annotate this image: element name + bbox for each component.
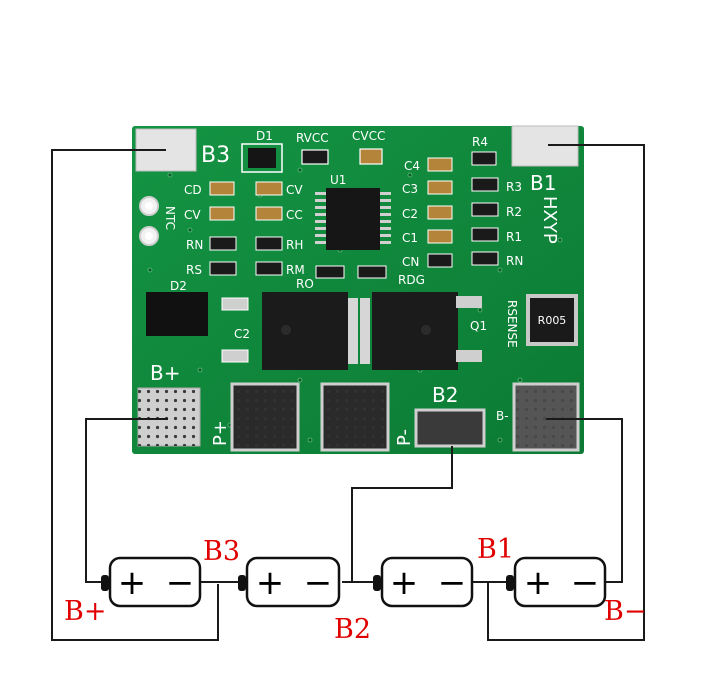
silk-c2-left: C2 xyxy=(234,327,250,341)
pad-p-plus-holes xyxy=(232,384,298,450)
silk-rh: RH xyxy=(286,238,303,252)
silk-b1: B1 xyxy=(530,171,556,195)
ic-u1 xyxy=(326,188,380,250)
label-b-plus: B+ xyxy=(64,596,106,627)
silk-hxyp: HXYP xyxy=(539,196,560,244)
silk-cv-left: CV xyxy=(184,208,201,222)
resistor-rvcc xyxy=(301,149,329,165)
cell-3-minus: − xyxy=(438,563,467,603)
silk-rvcc: RVCC xyxy=(296,131,329,145)
cell-1-plus: + xyxy=(118,563,147,603)
label-b-minus: B− xyxy=(604,596,646,627)
battery-cell-2: + − xyxy=(238,556,341,608)
cell-1-minus: − xyxy=(166,563,195,603)
pad-b-plus-holes xyxy=(138,388,200,446)
battery-cells: + − + − + − + − xyxy=(101,556,607,608)
diode-d2 xyxy=(146,292,208,336)
capacitor-c2-pad xyxy=(221,349,249,363)
silk-rsense: RSENSE xyxy=(505,300,519,348)
silk-c4: C4 xyxy=(404,159,420,173)
silk-c1: C1 xyxy=(402,231,418,245)
pcb-substrate xyxy=(132,126,584,454)
silk-p-minus: P- xyxy=(394,429,415,446)
silk-cd: CD xyxy=(184,183,202,197)
capacitor-c2 xyxy=(221,297,249,311)
cell-2-minus: − xyxy=(304,563,333,603)
ntc-hole-1-inner xyxy=(145,202,153,210)
silk-r1: R1 xyxy=(506,230,522,244)
silk-r2: R2 xyxy=(506,205,522,219)
silk-d1: D1 xyxy=(256,129,273,143)
resistor-rdg xyxy=(357,265,387,279)
wire-b3-pad-to-cell-junction xyxy=(51,149,219,641)
silk-r3: R3 xyxy=(506,180,522,194)
silk-ro: RO xyxy=(296,277,314,291)
silk-rn-left: RN xyxy=(186,238,203,252)
silk-cvcc: CVCC xyxy=(352,129,385,143)
silk-b-minus-pad: B- xyxy=(496,409,509,423)
silk-r4: R4 xyxy=(472,135,488,149)
silk-b2: B2 xyxy=(432,383,458,407)
rsense-resistor xyxy=(526,294,578,346)
pad-b2 xyxy=(414,408,486,448)
label-b2: B2 xyxy=(334,614,371,645)
label-b3: B3 xyxy=(203,536,240,567)
wire-b-plus-to-cell xyxy=(85,418,168,583)
silk-ntc: NTC xyxy=(163,206,177,230)
silk-rdg: RDG xyxy=(398,273,425,287)
silk-cv-right: CV xyxy=(286,183,303,197)
silk-b-plus: B+ xyxy=(150,361,180,385)
left-passives xyxy=(209,181,283,276)
right-passives xyxy=(427,151,499,268)
battery-cell-1: + − xyxy=(101,556,202,608)
wiring xyxy=(51,144,645,641)
silk-cc: CC xyxy=(286,208,303,222)
silk-rm: RM xyxy=(286,263,305,277)
wire-b1-pad-to-cell-junction xyxy=(487,144,645,641)
ic-u1-pins xyxy=(315,192,391,244)
d1-outline xyxy=(241,143,283,173)
wire-b-minus-to-cell xyxy=(546,418,623,583)
ntc-hole-2-inner xyxy=(145,232,153,240)
silk-q1: Q1 xyxy=(470,319,487,333)
label-b1: B1 xyxy=(477,534,514,565)
battery-cell-3: + − xyxy=(373,556,474,608)
silk-rn-right: RN xyxy=(506,254,523,268)
cell-3-plus: + xyxy=(390,563,419,603)
cell-4-plus: + xyxy=(524,563,553,603)
silk-d2: D2 xyxy=(170,279,187,293)
cell-2-plus: + xyxy=(256,563,285,603)
silk-u1: U1 xyxy=(330,173,346,187)
resistor-rm xyxy=(315,265,345,279)
battery-cell-4: + − xyxy=(506,556,607,608)
mosfet-left xyxy=(262,292,358,370)
mosfet-right xyxy=(360,292,482,370)
silk-p-plus: P+ xyxy=(210,420,231,446)
diode-d1 xyxy=(248,148,276,168)
rsense-marking: R005 xyxy=(538,314,567,327)
capacitor-cvcc xyxy=(359,148,383,165)
silk-cn: CN xyxy=(402,255,419,269)
silk-c3: C3 xyxy=(402,182,418,196)
silk-c2-right: C2 xyxy=(402,207,418,221)
pcb-board: B3 B1 D1 RVCC CVCC U1 xyxy=(132,125,584,454)
bottom-pads xyxy=(137,382,580,452)
silk-rs: RS xyxy=(186,263,202,277)
pad-p-minus-holes xyxy=(322,384,388,450)
cell-4-minus: − xyxy=(571,563,600,603)
pad-b-minus-holes xyxy=(514,384,578,450)
silk-b3: B3 xyxy=(201,143,230,168)
